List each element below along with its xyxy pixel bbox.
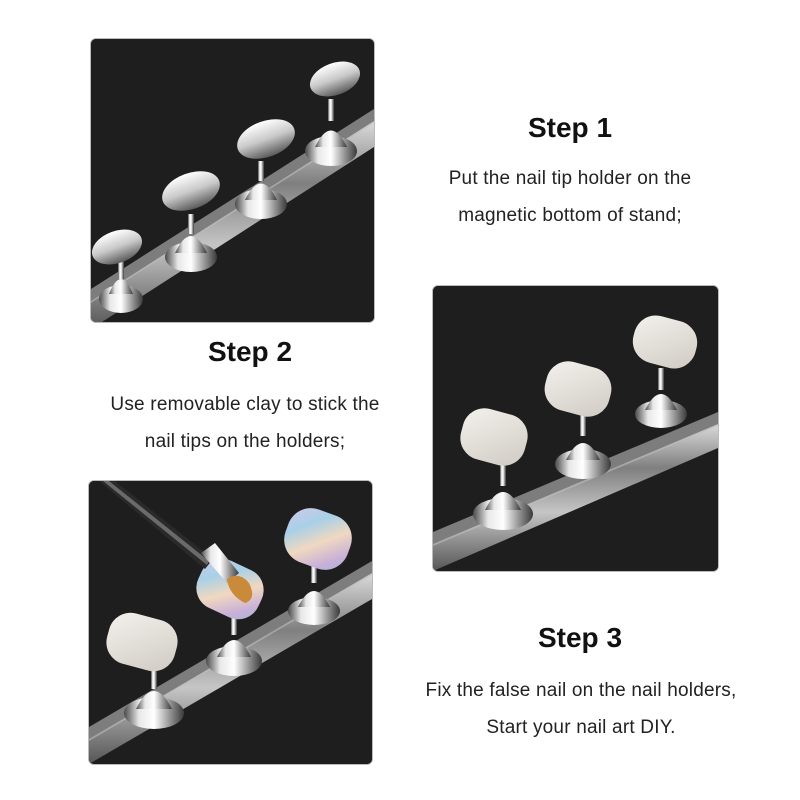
step1-title: Step 1 [527, 112, 613, 143]
step1-line-2: magnetic bottom of stand; [458, 205, 682, 226]
step1-description: Put the nail tip holder on the magnetic … [380, 160, 760, 234]
step1-photo [90, 38, 375, 323]
step3-line-2: Start your nail art DIY. [486, 717, 676, 738]
nail-tips-holders-image [433, 286, 718, 571]
step1-line-1: Put the nail tip holder on the [448, 168, 692, 189]
step2-photo [432, 285, 719, 572]
step2-line-2: nail tips on the holders; [144, 431, 346, 452]
step3-title: Step 3 [537, 622, 623, 653]
nail-art-brush-image [89, 481, 372, 764]
step3-line-1: Fix the false nail on the nail holders, [425, 680, 737, 701]
step2-title: Step 2 [207, 336, 293, 367]
step2-line-1: Use removable clay to stick the [110, 394, 380, 415]
step3-photo [88, 480, 373, 765]
step2-description: Use removable clay to stick the nail tip… [40, 386, 450, 460]
step3-description: Fix the false nail on the nail holders, … [376, 672, 786, 746]
chrome-holders-image [91, 39, 374, 322]
